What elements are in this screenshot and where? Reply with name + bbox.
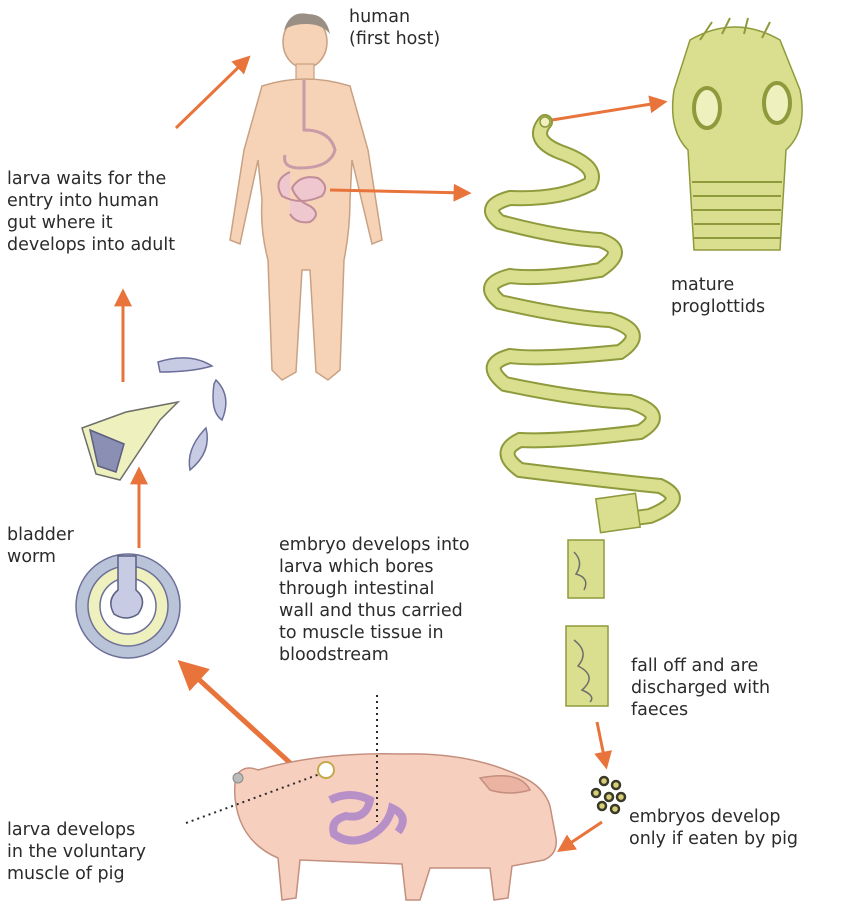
label-embryos-develop: embryos develop only if eaten by pig — [629, 806, 798, 850]
proglottid-segments — [566, 493, 640, 706]
label-bladder-worm: bladder worm — [7, 524, 74, 568]
arrow-worm-to-scolex — [552, 102, 664, 120]
label-fall-off: fall off and are discharged with faeces — [631, 655, 770, 721]
arrow-proglottid-to-embryos — [597, 722, 606, 766]
bladder-worm-cyst — [76, 554, 180, 658]
arrow-to-human-head — [176, 58, 248, 128]
arrow-pig-to-bladder — [182, 664, 300, 772]
arrow-embryos-to-pig — [560, 822, 602, 850]
tapeworm-body — [491, 117, 673, 522]
embryo-eggs — [592, 777, 625, 813]
larva-stage — [82, 358, 226, 480]
label-larva-waits: larva waits for the entry into human gut… — [7, 168, 175, 256]
human-figure — [230, 13, 382, 380]
label-embryo-develops: embryo develops into larva which bores t… — [279, 534, 470, 666]
scolex-head — [673, 18, 803, 250]
label-human-host: human (first host) — [349, 6, 440, 50]
label-mature-proglottids: mature proglottids — [671, 274, 765, 318]
pig-figure — [233, 754, 556, 900]
label-larva-develops: larva develops in the voluntary muscle o… — [7, 819, 146, 885]
